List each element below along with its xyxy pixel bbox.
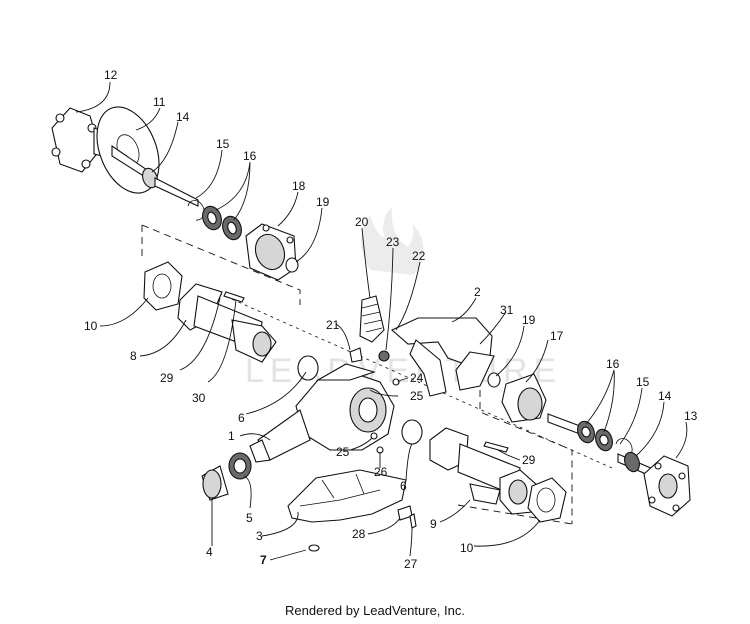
callout-21: 21 (326, 318, 340, 332)
callout-10: 10 (84, 319, 98, 333)
callout-29: 29 (160, 371, 174, 385)
callout-6-right: 6 (400, 479, 407, 493)
callout-23: 23 (386, 235, 400, 249)
callout-2: 2 (474, 285, 481, 299)
callout-17: 17 (550, 329, 564, 343)
shift-boot (359, 295, 385, 343)
o-ring-right (401, 419, 423, 445)
bolt-30 (223, 291, 245, 303)
callout-25: 25 (410, 389, 424, 403)
callout-16-right: 16 (606, 357, 620, 371)
bolt-27 (409, 513, 417, 529)
bolt-24 (392, 378, 400, 386)
callout-12: 12 (104, 68, 118, 82)
callout-19: 19 (316, 195, 330, 209)
callout-15: 15 (216, 137, 230, 151)
callout-14: 14 (176, 110, 190, 124)
callout-22: 22 (412, 249, 426, 263)
callout-3: 3 (256, 529, 263, 543)
gasket-lower-right (527, 477, 567, 523)
callout-26: 26 (374, 465, 388, 479)
o-ring-right-19 (487, 372, 501, 388)
callout-25-lower: 25 (336, 445, 350, 459)
callout-10-right: 10 (460, 541, 474, 555)
o-ring-left (297, 355, 319, 381)
callout-1: 1 (228, 429, 235, 443)
o-ring-upper (285, 257, 299, 273)
pinion-cup-4 (201, 465, 229, 501)
callout-7: 7 (260, 553, 267, 567)
gear-case-housing (249, 363, 395, 463)
gasket-upper-left (143, 261, 183, 311)
callout-24: 24 (410, 371, 424, 385)
callout-8: 8 (130, 349, 137, 363)
axle-centerline (199, 284, 613, 469)
callout-15-right: 15 (636, 375, 650, 389)
watermark-logo: LEADVENTURE (245, 207, 556, 390)
bolt-29-right (483, 441, 509, 453)
dashed-assembly-outlines (141, 224, 573, 525)
callout-28: 28 (352, 527, 366, 541)
callout-14-right: 14 (658, 389, 672, 403)
drain-bolt-7 (308, 544, 320, 552)
callout-labels: 12 11 14 15 16 18 19 20 23 22 2 31 19 17… (84, 68, 698, 571)
callout-29-right: 29 (522, 453, 536, 467)
axle-tube-left (177, 283, 277, 363)
callout-6: 6 (238, 411, 245, 425)
upper-axle-shaft (111, 144, 199, 207)
leader-lines (75, 81, 688, 561)
callout-4: 4 (206, 545, 213, 559)
mounting-bracket (390, 317, 495, 397)
footer-credit: Rendered by LeadVenture, Inc. (285, 603, 465, 618)
callout-16: 16 (243, 149, 257, 163)
bearing-carrier-upper (245, 223, 297, 281)
bushing-21 (349, 347, 363, 363)
lower-wheel-hub (643, 455, 691, 517)
callout-13: 13 (684, 409, 698, 423)
bearing-carrier-right (501, 373, 547, 423)
callout-18: 18 (292, 179, 306, 193)
callout-9: 9 (430, 517, 437, 531)
callout-5: 5 (246, 511, 253, 525)
callout-27: 27 (404, 557, 418, 571)
callout-31: 31 (500, 303, 514, 317)
bolt-25 (370, 432, 378, 440)
axle-tube-right (429, 427, 539, 515)
snap-ring-upper (187, 200, 205, 221)
callout-30: 30 (192, 391, 206, 405)
skid-plate (287, 469, 407, 523)
nut-23 (378, 350, 390, 362)
callout-19-right: 19 (522, 313, 536, 327)
callout-11: 11 (153, 95, 166, 109)
callout-20: 20 (355, 215, 369, 229)
lower-axle-shaft (547, 413, 661, 481)
